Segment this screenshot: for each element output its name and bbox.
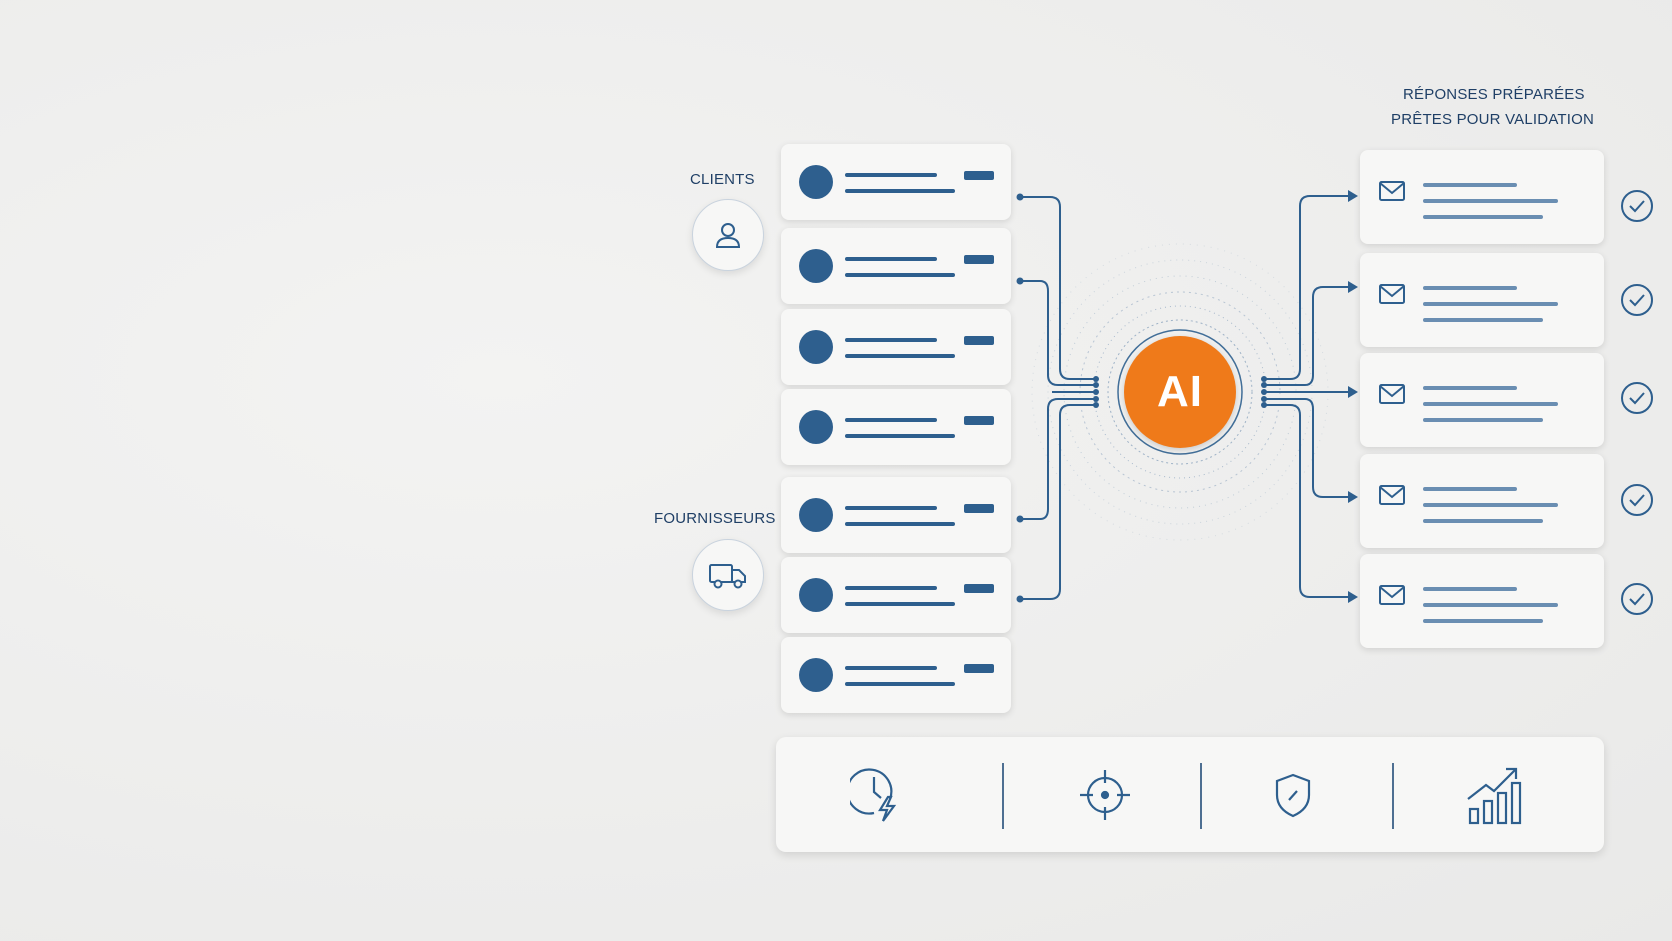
text-line (1423, 199, 1558, 203)
fournisseurs-label: FOURNISSEURS (654, 510, 776, 527)
clients-label: CLIENTS (690, 171, 755, 188)
text-line (1423, 402, 1558, 406)
sender-avatar (799, 165, 833, 199)
message-tag (964, 416, 994, 425)
text-line (845, 354, 955, 358)
text-line (845, 273, 955, 277)
incoming-message-card (781, 557, 1011, 633)
outgoing-wires (1264, 195, 1348, 598)
prepared-response-card (1360, 353, 1604, 447)
text-line (845, 602, 955, 606)
text-line (1423, 183, 1517, 187)
text-line (845, 506, 937, 510)
text-line (1423, 587, 1517, 591)
incoming-message-card (781, 477, 1011, 553)
responses-heading-line2: PRÊTES POUR VALIDATION (1391, 111, 1595, 128)
ai-hub: AI (1124, 336, 1236, 448)
text-line (1423, 386, 1517, 390)
text-line (845, 338, 937, 342)
text-line (845, 418, 937, 422)
growth-chart-icon (1467, 767, 1522, 825)
checkmark-circle-icon (1621, 583, 1653, 615)
sender-avatar (799, 410, 833, 444)
text-line (1423, 519, 1543, 523)
prepared-response-card (1360, 150, 1604, 244)
message-tag (964, 584, 994, 593)
message-tag (964, 171, 994, 180)
message-tag (964, 664, 994, 673)
sender-avatar (799, 330, 833, 364)
person-icon (715, 223, 741, 248)
text-line (1423, 286, 1517, 290)
text-line (1423, 215, 1543, 219)
text-line (1423, 318, 1543, 322)
shield-icon (1275, 773, 1311, 818)
text-line (1423, 302, 1558, 306)
text-line (845, 173, 937, 177)
checkmark-circle-icon (1621, 284, 1653, 316)
arrowheads (1348, 190, 1358, 603)
message-tag (964, 255, 994, 264)
envelope-icon (1379, 284, 1405, 304)
checkmark-circle-icon (1621, 190, 1653, 222)
divider (1002, 763, 1004, 829)
delivery-truck-icon (709, 564, 746, 589)
text-line (845, 682, 955, 686)
text-line (1423, 503, 1558, 507)
text-line (845, 189, 955, 193)
message-tag (964, 336, 994, 345)
text-line (845, 586, 937, 590)
envelope-icon (1379, 485, 1405, 505)
clients-badge (692, 199, 764, 271)
sender-avatar (799, 578, 833, 612)
text-line (845, 434, 955, 438)
responses-heading-line1: RÉPONSES PRÉPARÉES (1403, 86, 1585, 103)
incoming-message-card (781, 389, 1011, 465)
text-line (1423, 418, 1543, 422)
envelope-icon (1379, 585, 1405, 605)
incoming-message-card (781, 309, 1011, 385)
text-line (1423, 603, 1558, 607)
text-line (1423, 619, 1543, 623)
target-crosshair-icon (1080, 770, 1130, 820)
incoming-message-card (781, 637, 1011, 713)
prepared-response-card (1360, 454, 1604, 548)
envelope-icon (1379, 384, 1405, 404)
prepared-response-card (1360, 554, 1604, 648)
sender-avatar (799, 249, 833, 283)
incoming-message-card (781, 228, 1011, 304)
message-tag (964, 504, 994, 513)
envelope-icon (1379, 181, 1405, 201)
divider (1200, 763, 1202, 829)
incoming-message-card (781, 144, 1011, 220)
incoming-wires (1020, 196, 1098, 600)
text-line (845, 522, 955, 526)
benefits-bar (776, 737, 1604, 852)
checkmark-circle-icon (1621, 484, 1653, 516)
sender-avatar (799, 658, 833, 692)
wire-endpoints (1016, 193, 1267, 603)
text-line (1423, 487, 1517, 491)
text-line (845, 257, 937, 261)
prepared-response-card (1360, 253, 1604, 347)
checkmark-circle-icon (1621, 382, 1653, 414)
sender-avatar (799, 498, 833, 532)
fournisseurs-badge (692, 539, 764, 611)
text-line (845, 666, 937, 670)
clock-lightning-icon (850, 768, 897, 822)
divider (1392, 763, 1394, 829)
